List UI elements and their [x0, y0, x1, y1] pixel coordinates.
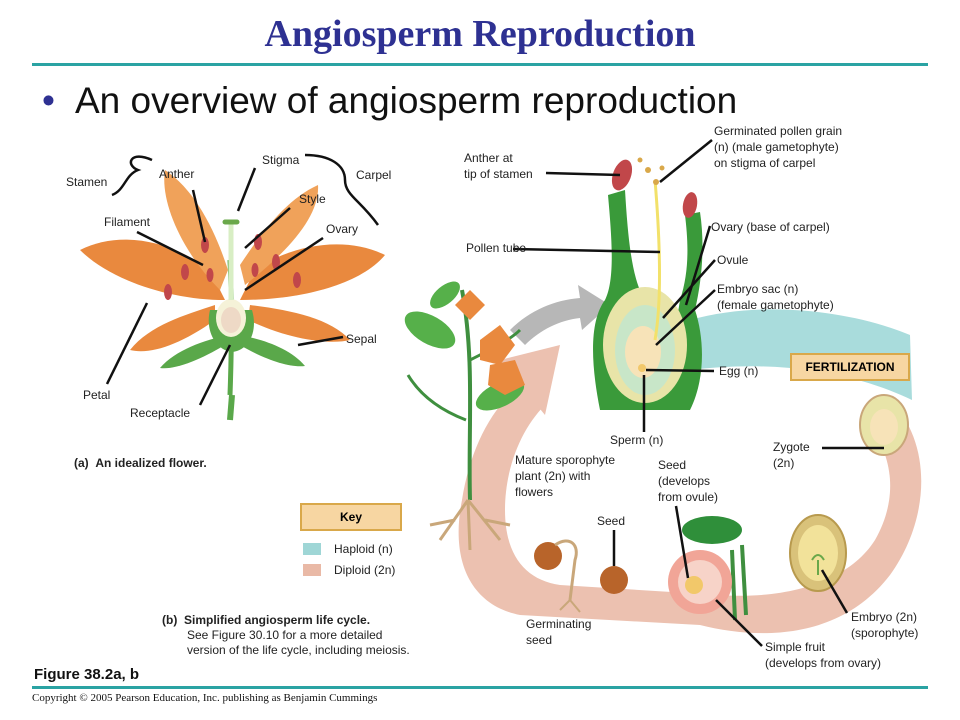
simple-fruit: [668, 516, 748, 621]
label-style: Style: [299, 192, 326, 206]
label-stamen: Stamen: [66, 175, 108, 189]
label-filament: Filament: [104, 215, 151, 229]
label-ovary: Ovary: [326, 222, 359, 236]
label-simple-fruit: Simple fruit(develops from ovary): [765, 640, 882, 670]
caption-a: (a) An idealized flower.: [74, 456, 207, 470]
footer-rule: [32, 686, 928, 689]
label-egg: Egg (n): [719, 364, 759, 378]
label-pollen-tube: Pollen tube: [466, 241, 527, 255]
key-title: Key: [300, 503, 402, 531]
idealized-flower: [80, 170, 385, 421]
bullet-text: An overview of angiosperm reproduction: [74, 80, 738, 121]
fertilization-box: FERTILIZATION: [790, 353, 910, 381]
label-sepal: Sepal: [346, 332, 377, 346]
label-anther: Anther: [159, 167, 195, 181]
label-petal: Petal: [83, 388, 111, 402]
label-ovule: Ovule: [717, 253, 749, 267]
label-stigma: Stigma: [262, 153, 300, 167]
figure-label: Figure 38.2a, b: [34, 666, 140, 683]
haploid-swatch: [303, 543, 321, 555]
bullet-dot: •: [42, 80, 55, 121]
copyright: Copyright © 2005 Pearson Education, Inc.…: [32, 692, 378, 704]
stamen-brace: [111, 155, 153, 197]
label-sperm: Sperm (n): [610, 433, 664, 447]
mature-plant: [404, 281, 525, 551]
label-zygote: Zygote(2n): [773, 440, 810, 470]
slide-title: Angiosperm Reproduction: [264, 13, 696, 55]
label-embryo: Embryo (2n)(sporophyte): [851, 610, 919, 640]
label-embryo-sac: Embryo sac (n)(female gametophyte): [717, 282, 834, 312]
diploid-swatch: [303, 564, 321, 576]
key-diploid: Diploid (2n): [334, 563, 396, 577]
label-ovary-base: Ovary (base of carpel): [711, 220, 830, 234]
carpel-brace: [304, 153, 380, 226]
label-carpel: Carpel: [356, 168, 392, 182]
caption-b: (b) Simplified angiosperm life cycle.See…: [162, 613, 410, 657]
label-pollen-grain: Germinated pollen grain(n) (male gametop…: [714, 124, 843, 170]
label-receptacle: Receptacle: [130, 406, 191, 420]
label-seed: Seed: [597, 514, 626, 528]
germinating-seed: [534, 539, 581, 613]
bullet-line: • An overview of angiosperm reproduction: [42, 80, 737, 122]
seed-ball: [600, 566, 628, 594]
title-rule: [32, 63, 928, 66]
grey-arrow: [510, 285, 610, 345]
carpel-section: [593, 157, 703, 410]
key-haploid: Haploid (n): [334, 542, 393, 556]
